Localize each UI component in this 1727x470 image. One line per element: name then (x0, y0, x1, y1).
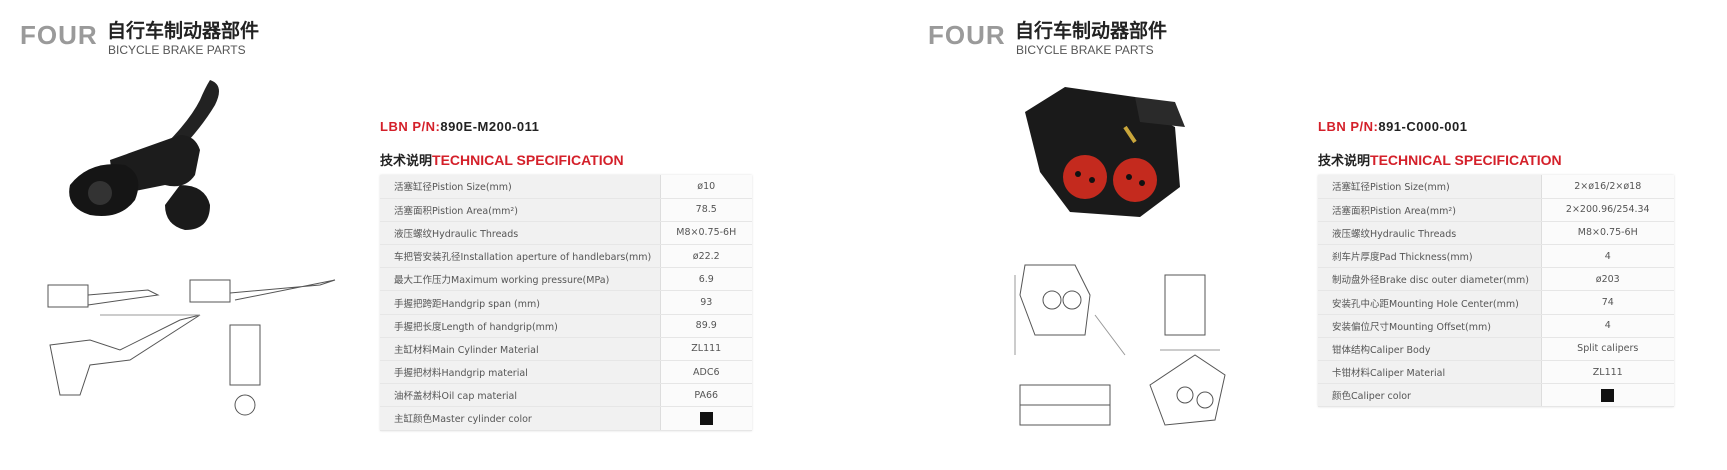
spec-value: ø10 (660, 175, 752, 199)
table-row: 安装偏位尺寸Mounting Offset(mm)4 (1318, 314, 1674, 338)
spec-heading-en: TECHNICAL SPECIFICATION (1370, 152, 1562, 168)
spec-value: PA66 (660, 383, 752, 408)
brake-lever-drawings (47, 279, 336, 416)
spec-label: 手握把材料Handgrip material (380, 360, 661, 385)
spec-label: 液压螺纹Hydraulic Threads (380, 221, 661, 246)
spec-value: Split calipers (1541, 337, 1674, 362)
spec-value (660, 406, 752, 431)
spec-value: M8×0.75-6H (1541, 221, 1674, 246)
spec-label: 活塞面积Pistion Area(mm²) (1318, 198, 1542, 222)
title-cn: 自行车制动器部件 (1015, 20, 1168, 42)
table-row: 车把管安装孔径Installation aperture of handleba… (380, 244, 752, 269)
spec-section-left: LBN P/N:890E-M200-011 技术说明TECHNICAL SPEC… (380, 119, 752, 431)
pn-value: 890E-M200-011 (440, 119, 540, 134)
section-number: FOUR (20, 20, 98, 50)
spec-label: 活塞面积Pistion Area(mm²) (380, 198, 661, 222)
spec-label: 手握把跨距Handgrip span (mm) (380, 290, 661, 315)
spec-value: ADC6 (660, 360, 752, 385)
section-number: FOUR (928, 20, 1006, 50)
spec-label: 手握把长度Length of handgrip(mm) (380, 314, 661, 338)
table-row: 制动盘外径Brake disc outer diameter(mm)ø203 (1318, 267, 1674, 292)
spec-value: ZL111 (660, 337, 752, 362)
table-row: 主缸颜色Master cylinder color (380, 406, 752, 431)
spec-value: 4 (1541, 244, 1674, 269)
spec-label: 最大工作压力Maximum working pressure(MPa) (380, 267, 661, 292)
spec-value: 2×ø16/2×ø18 (1541, 175, 1674, 199)
spec-label: 钳体结构Caliper Body (1318, 337, 1542, 362)
table-row: 最大工作压力Maximum working pressure(MPa)6.9 (380, 267, 752, 292)
table-row: 活塞缸径Pistion Size(mm)2×ø16/2×ø18 (1318, 175, 1674, 199)
pn-value: 891-C000-001 (1378, 119, 1468, 134)
spec-label: 油杯盖材料Oil cap material (380, 383, 661, 408)
spec-label: 刹车片厚度Pad Thickness(mm) (1318, 244, 1542, 269)
spec-label: 活塞缸径Pistion Size(mm) (380, 175, 661, 199)
pn-prefix: LBN P/N: (1318, 119, 1379, 134)
table-row: 手握把长度Length of handgrip(mm)89.9 (380, 314, 752, 338)
color-swatch (699, 411, 713, 425)
brake-lever-photo (69, 80, 219, 230)
spec-value: ZL111 (1541, 360, 1674, 385)
spec-label: 主缸颜色Master cylinder color (380, 406, 661, 431)
spec-label: 液压螺纹Hydraulic Threads (1318, 221, 1542, 246)
table-row: 刹车片厚度Pad Thickness(mm)4 (1318, 244, 1674, 269)
spec-section-right: LBN P/N:891-C000-001 技术说明TECHNICAL SPECI… (1318, 119, 1674, 408)
color-swatch (1601, 388, 1615, 402)
spec-value: ø203 (1541, 267, 1674, 292)
spec-label: 卡钳材料Caliper Material (1318, 360, 1542, 385)
table-row: 安装孔中心距Mounting Hole Center(mm)74 (1318, 290, 1674, 315)
table-row: 活塞面积Pistion Area(mm²)78.5 (380, 198, 752, 222)
spec-heading: 技术说明TECHNICAL SPECIFICATION (1318, 150, 1674, 169)
spec-value: 6.9 (660, 267, 752, 292)
spec-label: 安装孔中心距Mounting Hole Center(mm) (1318, 290, 1542, 315)
spec-value (1541, 383, 1674, 408)
spec-label: 活塞缸径Pistion Size(mm) (1318, 175, 1542, 199)
spec-heading-cn: 技术说明 (380, 154, 433, 169)
title-en: BICYCLE BRAKE PARTS (1016, 43, 1154, 57)
spec-value: 89.9 (660, 314, 752, 338)
spec-value: 2×200.96/254.34 (1541, 198, 1674, 222)
spec-heading: 技术说明TECHNICAL SPECIFICATION (380, 150, 752, 169)
spec-value: ø22.2 (660, 244, 752, 269)
part-number: LBN P/N:890E-M200-011 (380, 119, 752, 134)
spec-heading-en: TECHNICAL SPECIFICATION (432, 152, 624, 168)
spec-label: 安装偏位尺寸Mounting Offset(mm) (1318, 314, 1542, 338)
title-en: BICYCLE BRAKE PARTS (108, 43, 246, 57)
spec-value: 74 (1541, 290, 1674, 315)
brake-caliper-photo (1025, 87, 1185, 217)
spec-label: 车把管安装孔径Installation aperture of handleba… (380, 244, 661, 269)
part-number: LBN P/N:891-C000-001 (1318, 119, 1674, 134)
title-cn: 自行车制动器部件 (107, 20, 260, 42)
spec-heading-cn: 技术说明 (1318, 154, 1371, 169)
table-row: 手握把跨距Handgrip span (mm)93 (380, 290, 752, 315)
spec-label: 主缸材料Main Cylinder Material (380, 337, 661, 362)
spec-value: 93 (660, 290, 752, 315)
brake-caliper-drawings (1014, 264, 1226, 426)
spec-value: M8×0.75-6H (660, 221, 752, 246)
table-row: 活塞缸径Pistion Size(mm)ø10 (380, 175, 752, 199)
spec-value: 4 (1541, 314, 1674, 338)
spec-value: 78.5 (660, 198, 752, 222)
pn-prefix: LBN P/N: (380, 119, 441, 134)
table-row: 活塞面积Pistion Area(mm²)2×200.96/254.34 (1318, 198, 1674, 222)
spec-label: 颜色Caliper color (1318, 383, 1542, 408)
spec-label: 制动盘外径Brake disc outer diameter(mm) (1318, 267, 1542, 292)
table-row: 颜色Caliper color (1318, 383, 1674, 408)
